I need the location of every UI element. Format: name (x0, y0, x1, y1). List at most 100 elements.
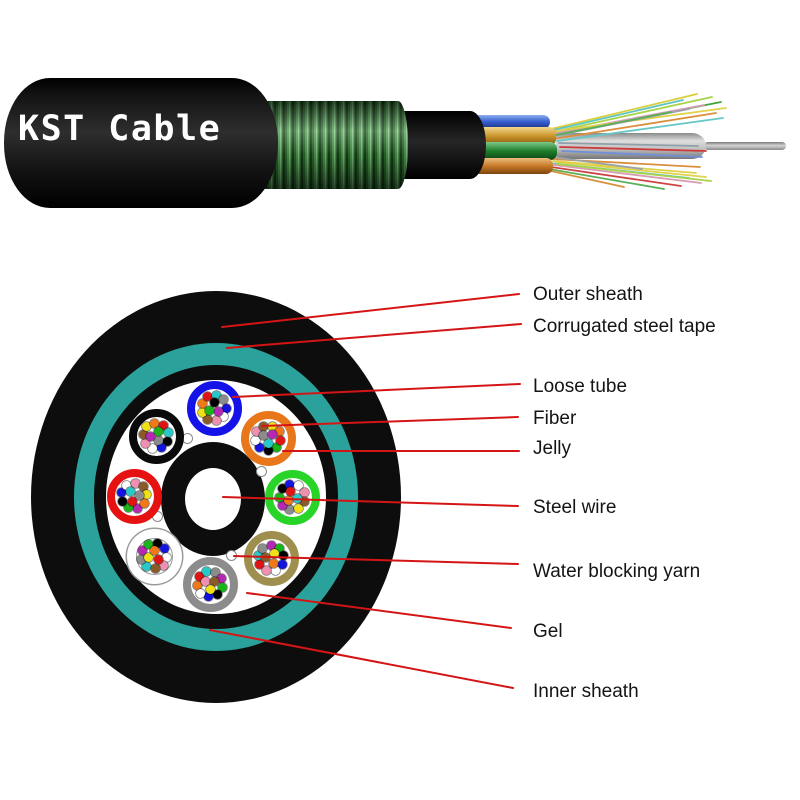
fiber-strand (548, 168, 665, 190)
fiber-dot (293, 481, 303, 491)
jelly-outline (135, 537, 173, 575)
fiber-dot (204, 592, 214, 602)
fiber-dot (210, 576, 220, 586)
fiber-dot (138, 482, 148, 492)
fiber-strand (550, 158, 701, 168)
strength-member-rod (556, 133, 706, 159)
fiber-dot (222, 403, 232, 413)
fiber-strand (553, 101, 722, 136)
fiber-dot (195, 572, 204, 582)
fiber-bundle (189, 563, 232, 606)
fiber-strand (552, 160, 697, 174)
fiber-dot (259, 421, 269, 431)
fiber-dot (146, 431, 155, 441)
fiber-dot (214, 406, 223, 416)
fiber-dot (211, 390, 221, 400)
fiber-dot (285, 479, 295, 489)
fiber-dot (142, 422, 152, 432)
cross-loose-tube-gray (182, 556, 238, 612)
cross-loose-tube-white (126, 528, 182, 584)
fiber-dot (144, 553, 154, 563)
fiber-dot (262, 565, 272, 575)
fiber-dot (285, 505, 295, 515)
loose-tube-3d-blue (468, 115, 550, 129)
fiber-dot (117, 488, 127, 498)
fiber-dot (122, 481, 132, 490)
fiber-dot (203, 414, 213, 424)
label-jelly: Jelly (533, 438, 572, 459)
outer-sheath-3d: KST Cable (4, 78, 278, 208)
fiber-dot (269, 549, 279, 558)
fiber-strand (553, 164, 702, 184)
cross-loose-tube-green (264, 469, 320, 525)
fiber-strand (550, 166, 682, 187)
fiber-dot (266, 540, 276, 550)
fiber-dot (258, 543, 268, 553)
steel-wire-3d (704, 142, 786, 150)
fiber-dot (197, 407, 207, 417)
label-loose-tube: Loose tube (533, 376, 628, 397)
fiber-dot (134, 490, 144, 500)
label-corrugated-steel-tape: Corrugated steel tape (533, 316, 716, 337)
fiber-strand (556, 163, 712, 182)
fiber-strand (555, 161, 707, 178)
fiber-dot (279, 551, 289, 561)
fiber-dot (142, 490, 152, 500)
fiber-dot (141, 438, 150, 448)
fiber-dot (192, 580, 202, 590)
fiber-dot (154, 426, 164, 436)
fiber-dot (293, 503, 303, 513)
fiber-dot (250, 435, 260, 445)
fiber-dot (158, 421, 168, 430)
fiber-dot (156, 443, 166, 453)
cross-loose-tube-khaki (243, 530, 299, 586)
fiber-dot (153, 555, 163, 564)
fiber-dot (210, 567, 220, 577)
fiber-dot (205, 585, 215, 594)
fiber-dot (212, 590, 222, 599)
fiber-dot (274, 492, 284, 502)
label-gel: Gel (533, 621, 563, 642)
fiber-dot (160, 544, 169, 554)
water-blocking-yarn-circle (226, 550, 237, 561)
fiber-bundle (247, 417, 290, 460)
fiber-dot (140, 498, 149, 508)
fiber-dot (271, 443, 281, 453)
fiber-dot (202, 567, 212, 577)
loose-tube-3d-gold (466, 127, 556, 146)
fiber-dot (217, 574, 227, 584)
fiber-strand (550, 170, 625, 188)
fiber-dot (124, 503, 134, 513)
fiber-dot (150, 418, 160, 428)
water-blocking-yarn-circle (256, 466, 267, 477)
fiber-bundle (135, 415, 178, 458)
fiber-dot (117, 496, 127, 506)
fiber-dot (197, 399, 207, 409)
fiber-dot (132, 503, 142, 513)
fiber-dot (217, 582, 227, 592)
fiber-dot (200, 576, 210, 586)
fiber-dot (137, 554, 147, 564)
fiber-dot (292, 493, 302, 503)
fiber-dot (148, 443, 158, 453)
fiber-dot (144, 539, 154, 549)
fiber-dot (142, 562, 152, 571)
fiber-strand (552, 96, 713, 133)
corrugated-steel-tape-3d (256, 101, 408, 189)
fiber-dot (204, 405, 214, 415)
fiber-dot (274, 427, 284, 437)
fiber-dot (211, 416, 221, 426)
fiber-dot (299, 488, 309, 498)
fiber-dot (274, 543, 284, 553)
cross-loose-tube-black (128, 408, 184, 464)
fiber-bundle (271, 476, 314, 519)
fiber-dot (277, 484, 287, 494)
label-fiber: Fiber (533, 408, 577, 429)
fiber-dot (154, 436, 164, 446)
fiber-dot (162, 552, 172, 562)
steel-wire-center (185, 468, 241, 530)
fiber-dot (286, 487, 295, 497)
fiber-dot (270, 565, 280, 575)
cross-loose-tube-blue (186, 380, 242, 436)
